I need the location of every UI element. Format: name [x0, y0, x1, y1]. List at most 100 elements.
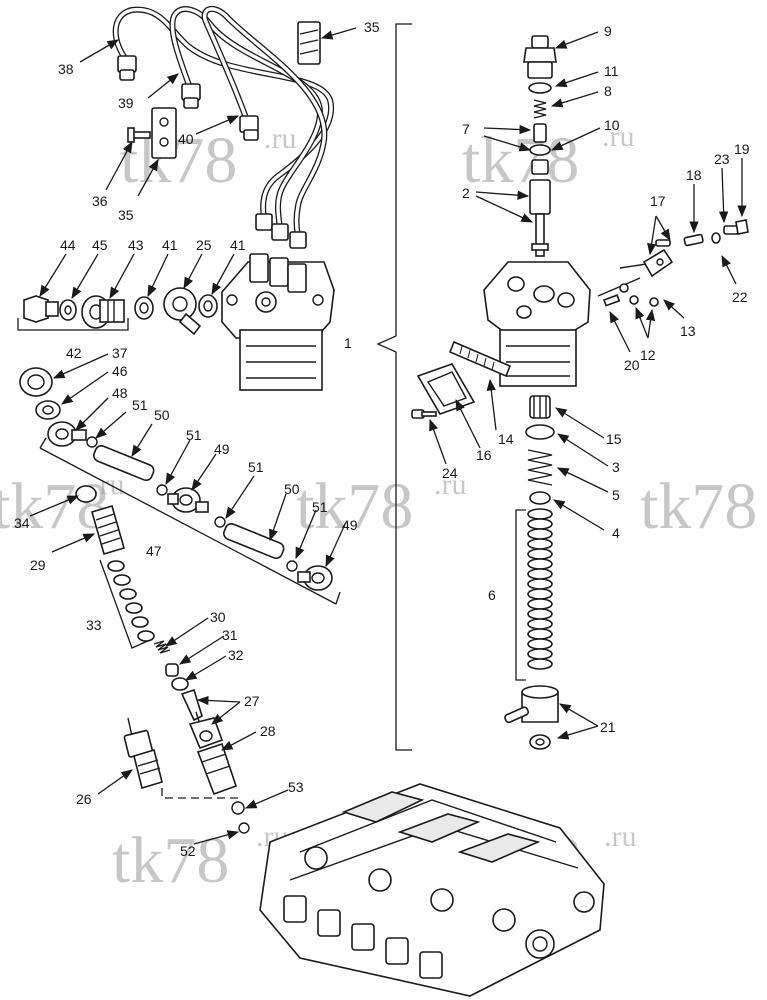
- callout-17: 17: [650, 193, 666, 209]
- pipe-clamp-lower: [151, 107, 177, 159]
- callout-7: 7: [462, 121, 470, 137]
- control-rack: [448, 340, 512, 378]
- return-line-group: [19, 367, 341, 605]
- plunger: [535, 213, 545, 257]
- banjo-tee: [167, 487, 209, 513]
- watermark-suffix: .ru: [602, 120, 635, 153]
- banjo-fitting: [163, 287, 202, 336]
- delivery-valve-spring: [533, 99, 547, 119]
- callout-48: 48: [112, 385, 128, 401]
- spring: [153, 640, 171, 654]
- glow-plug: [123, 717, 163, 790]
- nozzle-nut: [188, 717, 224, 750]
- union-fitting: [81, 295, 125, 329]
- cap-nut: [19, 367, 53, 397]
- return-hose: [93, 445, 155, 482]
- banjo-eye: [297, 565, 333, 591]
- callout-9: 9: [604, 23, 612, 39]
- callout-41-b: 41: [230, 237, 246, 253]
- lower-spring-seat: [529, 491, 551, 505]
- nut: [629, 295, 639, 305]
- washer: [711, 232, 721, 244]
- callout-44: 44: [60, 237, 76, 253]
- callout-38: 38: [58, 61, 74, 77]
- pump-housing: [483, 261, 591, 387]
- group-bracket-33: [99, 559, 151, 649]
- watermark-brand: tk78: [0, 470, 109, 543]
- control-sleeve: [529, 395, 551, 419]
- hose-clip: [86, 436, 98, 448]
- stop-lever-rod: [597, 277, 641, 297]
- nut: [619, 283, 629, 293]
- callout-50-a: 50: [154, 407, 170, 423]
- callout-26: 26: [76, 791, 92, 807]
- washer: [35, 400, 61, 420]
- callout-24: 24: [442, 465, 458, 481]
- plunger-barrel: [529, 179, 551, 215]
- pipe-nut: [181, 83, 201, 109]
- washer: [198, 294, 218, 318]
- callout-25: 25: [196, 237, 212, 253]
- screw: [655, 239, 671, 247]
- callout-34: 34: [14, 515, 30, 531]
- injection-pump-assembly: [221, 253, 335, 391]
- callout-30: 30: [210, 609, 226, 625]
- injector-body: [196, 742, 238, 796]
- callout-49-a: 49: [214, 441, 230, 457]
- callout-46: 46: [112, 363, 128, 379]
- o-ring: [75, 485, 97, 503]
- bolt: [723, 225, 739, 235]
- callout-22: 22: [732, 289, 748, 305]
- callout-51-b: 51: [186, 427, 202, 443]
- callout-39: 39: [118, 95, 134, 111]
- injection-pipes: [112, 5, 335, 249]
- delivery-valve-holder: [523, 35, 557, 79]
- return-hose: [223, 523, 285, 560]
- watermark-brand: tk78: [462, 124, 579, 197]
- watermark-suffix: .ru: [264, 122, 297, 155]
- watermark-brand: tk78: [640, 470, 757, 543]
- group-bracket-6: [515, 509, 526, 681]
- callout-51-a: 51: [132, 397, 148, 413]
- watermark-brand: tk78: [112, 824, 229, 897]
- callout-49-b: 49: [342, 517, 358, 533]
- pipe-nut: [117, 55, 137, 81]
- pipe-nut: [239, 115, 259, 141]
- watermarks: tk78 .ru tk78 .ru tk78 .ru tk78 .ru tk78…: [0, 120, 757, 897]
- cylinder-head: [259, 783, 605, 997]
- group-bracket-1: [376, 23, 412, 751]
- callout-28: 28: [260, 723, 276, 739]
- callout-11: 11: [604, 63, 619, 79]
- pump-element-exploded: [376, 23, 749, 751]
- callout-31: 31: [222, 627, 238, 643]
- nozzle-tip: [180, 688, 203, 725]
- hose-clip: [286, 560, 298, 572]
- callout-37: 37: [112, 345, 128, 361]
- hose-clip: [214, 516, 226, 528]
- nozzle-gasket: [231, 801, 250, 834]
- callout-23: 23: [714, 151, 730, 167]
- callout-43: 43: [128, 237, 144, 253]
- callout-41-a: 41: [162, 237, 178, 253]
- washer: [59, 299, 77, 321]
- callout-35-top: 35: [364, 19, 380, 35]
- callout-27: 27: [244, 693, 260, 709]
- callout-21: 21: [600, 719, 616, 735]
- callout-19: 19: [734, 141, 750, 157]
- upper-spring-seat: [525, 424, 555, 440]
- injector-nozzle-holder: [91, 505, 125, 555]
- callout-20: 20: [624, 357, 640, 373]
- valve-gasket: [529, 144, 551, 156]
- pipe-nut: [289, 231, 307, 249]
- plunger-spring: [527, 449, 553, 486]
- lock-nut: [735, 219, 749, 235]
- callout-36: 36: [92, 193, 108, 209]
- callout-2: 2: [462, 185, 470, 201]
- adjusting-screw: [683, 233, 704, 247]
- delivery-valve: [533, 123, 547, 143]
- cover-plate: [416, 363, 476, 415]
- adjusting-shims: [527, 508, 553, 670]
- callout-10: 10: [604, 117, 620, 133]
